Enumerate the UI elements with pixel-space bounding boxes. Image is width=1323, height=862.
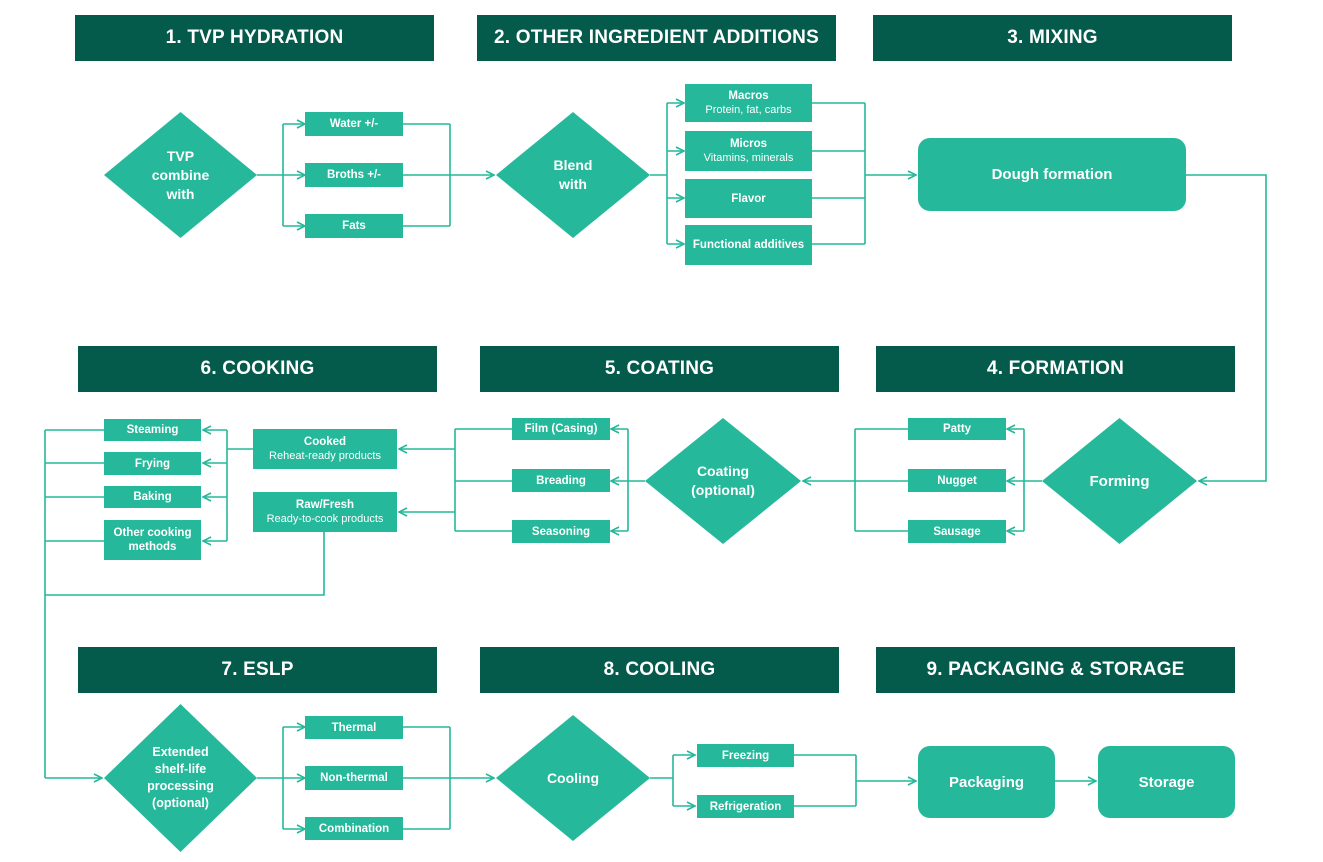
header-cooling: 8. COOLING xyxy=(480,647,839,693)
option-water: Water +/- xyxy=(305,112,403,136)
micros-sub: Vitamins, minerals xyxy=(703,152,794,164)
method-steaming: Steaming xyxy=(104,419,201,441)
option-thermal: Thermal xyxy=(305,716,403,739)
header-mixing: 3. MIXING xyxy=(873,15,1232,61)
option-fats: Fats xyxy=(305,214,403,238)
method-frying: Frying xyxy=(104,452,201,475)
option-film-casing: Film (Casing) xyxy=(512,418,610,440)
dough-formation: Dough formation xyxy=(918,138,1186,211)
option-flavor: Flavor xyxy=(685,179,812,218)
cooked-sub: Reheat-ready products xyxy=(269,450,381,462)
option-freezing: Freezing xyxy=(697,744,794,767)
header-eslp: 7. ESLP xyxy=(78,647,437,693)
header-formation: 4. FORMATION xyxy=(876,346,1235,392)
raw-title: Raw/Fresh xyxy=(295,499,355,511)
tvp-combine-decision: TVP combine with xyxy=(104,112,257,238)
option-sausage: Sausage xyxy=(908,520,1006,543)
option-nugget: Nugget xyxy=(908,469,1006,492)
flavor-title: Flavor xyxy=(731,192,766,205)
method-other: Other cooking methods xyxy=(104,520,201,560)
header-cooking: 6. COOKING xyxy=(78,346,437,392)
blend-label: Blend with xyxy=(553,157,593,192)
micros-title: Micros xyxy=(729,138,768,150)
cooked-title: Cooked xyxy=(303,436,347,448)
cooling-label: Cooling xyxy=(546,769,600,786)
eslp-decision: Extended shelf-life processing (optional… xyxy=(104,704,257,852)
header-tvp-hydration: 1. TVP HYDRATION xyxy=(75,15,434,61)
functional-title: Functional additives xyxy=(692,239,805,251)
option-combination: Combination xyxy=(305,817,403,840)
option-functional-additives: Functional additives xyxy=(685,225,812,265)
product-cooked: Cooked Reheat-ready products xyxy=(253,429,397,469)
product-raw-fresh: Raw/Fresh Ready-to-cook products xyxy=(253,492,397,532)
option-seasoning: Seasoning xyxy=(512,520,610,543)
option-micros: Micros Vitamins, minerals xyxy=(685,131,812,171)
option-breading: Breading xyxy=(512,469,610,492)
option-non-thermal: Non-thermal xyxy=(305,766,403,790)
macros-sub: Protein, fat, carbs xyxy=(705,104,792,116)
header-packaging-storage: 9. PACKAGING & STORAGE xyxy=(876,647,1235,693)
macros-title: Macros xyxy=(728,90,769,102)
header-coating: 5. COATING xyxy=(480,346,839,392)
cooling-decision: Cooling xyxy=(496,715,650,841)
option-patty: Patty xyxy=(908,418,1006,440)
method-baking: Baking xyxy=(104,486,201,508)
forming-label: Forming xyxy=(1089,472,1150,490)
option-macros: Macros Protein, fat, carbs xyxy=(685,84,812,122)
option-broths: Broths +/- xyxy=(305,163,403,187)
option-refrigeration: Refrigeration xyxy=(697,795,794,818)
storage-step: Storage xyxy=(1098,746,1235,818)
coating-label: Coating (optional) xyxy=(691,463,755,498)
eslp-label: Extended shelf-life processing (optional… xyxy=(147,745,214,810)
packaging-step: Packaging xyxy=(918,746,1055,818)
blend-decision: Blend with xyxy=(496,112,650,238)
tvp-combine-label: TVP combine with xyxy=(151,147,210,202)
coating-decision: Coating (optional) xyxy=(645,418,801,544)
raw-sub: Ready-to-cook products xyxy=(266,513,384,525)
forming-decision: Forming xyxy=(1042,418,1197,544)
header-ingredient-additions: 2. OTHER INGREDIENT ADDITIONS xyxy=(477,15,836,61)
